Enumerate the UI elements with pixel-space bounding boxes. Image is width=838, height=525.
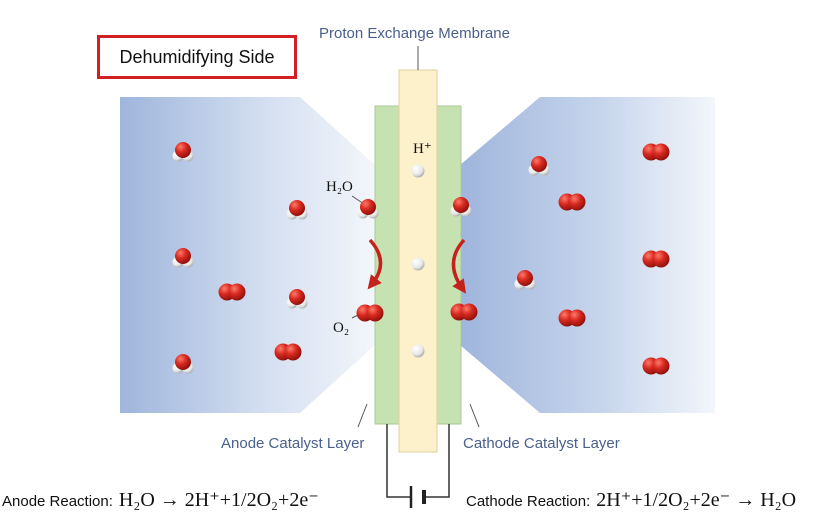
anode-reaction-label: Anode Reaction: <box>2 493 113 510</box>
water-molecule <box>286 289 308 309</box>
water-molecule <box>172 142 194 162</box>
cathode-reaction-label: Cathode Reaction: <box>466 493 591 510</box>
anode-catalyst-layer-label: Anode Catalyst Layer <box>221 435 365 452</box>
anode-reaction-equation: H₂O → 2H⁺+1/2O₂+2e⁻ <box>118 489 319 511</box>
oxygen-molecule <box>558 193 586 211</box>
external-circuit-right <box>424 424 450 498</box>
anode-catalyst-layer <box>374 105 400 425</box>
water-molecule <box>172 354 194 374</box>
cathode-catalyst-layer-label: Cathode Catalyst Layer <box>463 435 620 452</box>
proton-label: H⁺ <box>413 141 432 157</box>
oxygen-molecule <box>642 357 670 375</box>
water-molecule <box>450 197 472 217</box>
anode-reaction: Anode Reaction: H₂O → 2H⁺+1/2O₂+2e⁻ <box>2 487 319 512</box>
water-molecule <box>357 199 379 219</box>
water-molecule <box>172 248 194 268</box>
proton <box>411 344 425 358</box>
oxygen-molecule <box>218 283 246 301</box>
cathode-reaction-arrow <box>451 238 466 294</box>
oxygen-molecule <box>274 343 302 361</box>
cathode-catalyst-layer <box>436 105 462 425</box>
cathode-air-region <box>460 97 715 413</box>
oxygen-molecule <box>558 309 586 327</box>
membrane-label: Proton Exchange Membrane <box>319 25 510 42</box>
oxygen-molecule <box>450 303 478 321</box>
proton <box>411 164 425 178</box>
oxygen-molecule-label: O₂ <box>333 320 350 336</box>
proton <box>411 257 425 271</box>
anode-reaction-arrow <box>367 238 383 290</box>
anode-layer-leader-line <box>357 403 368 428</box>
water-molecule <box>528 156 550 176</box>
cathode-reaction: Cathode Reaction: 2H⁺+1/2O₂+2e⁻ → H₂O <box>466 487 796 512</box>
water-molecule <box>514 270 536 290</box>
oxygen-molecule <box>642 250 670 268</box>
anode-air-region <box>120 97 375 413</box>
dehumidifying-side-title: Dehumidifying Side <box>97 35 297 79</box>
oxygen-molecule <box>356 304 384 322</box>
external-circuit <box>386 424 411 498</box>
water-molecule-label: H₂O <box>326 179 353 195</box>
water-molecule <box>286 200 308 220</box>
oxygen-molecule <box>642 143 670 161</box>
cathode-layer-leader-line <box>469 403 480 428</box>
cathode-reaction-equation: 2H⁺+1/2O₂+2e⁻ → H₂O <box>596 489 797 511</box>
